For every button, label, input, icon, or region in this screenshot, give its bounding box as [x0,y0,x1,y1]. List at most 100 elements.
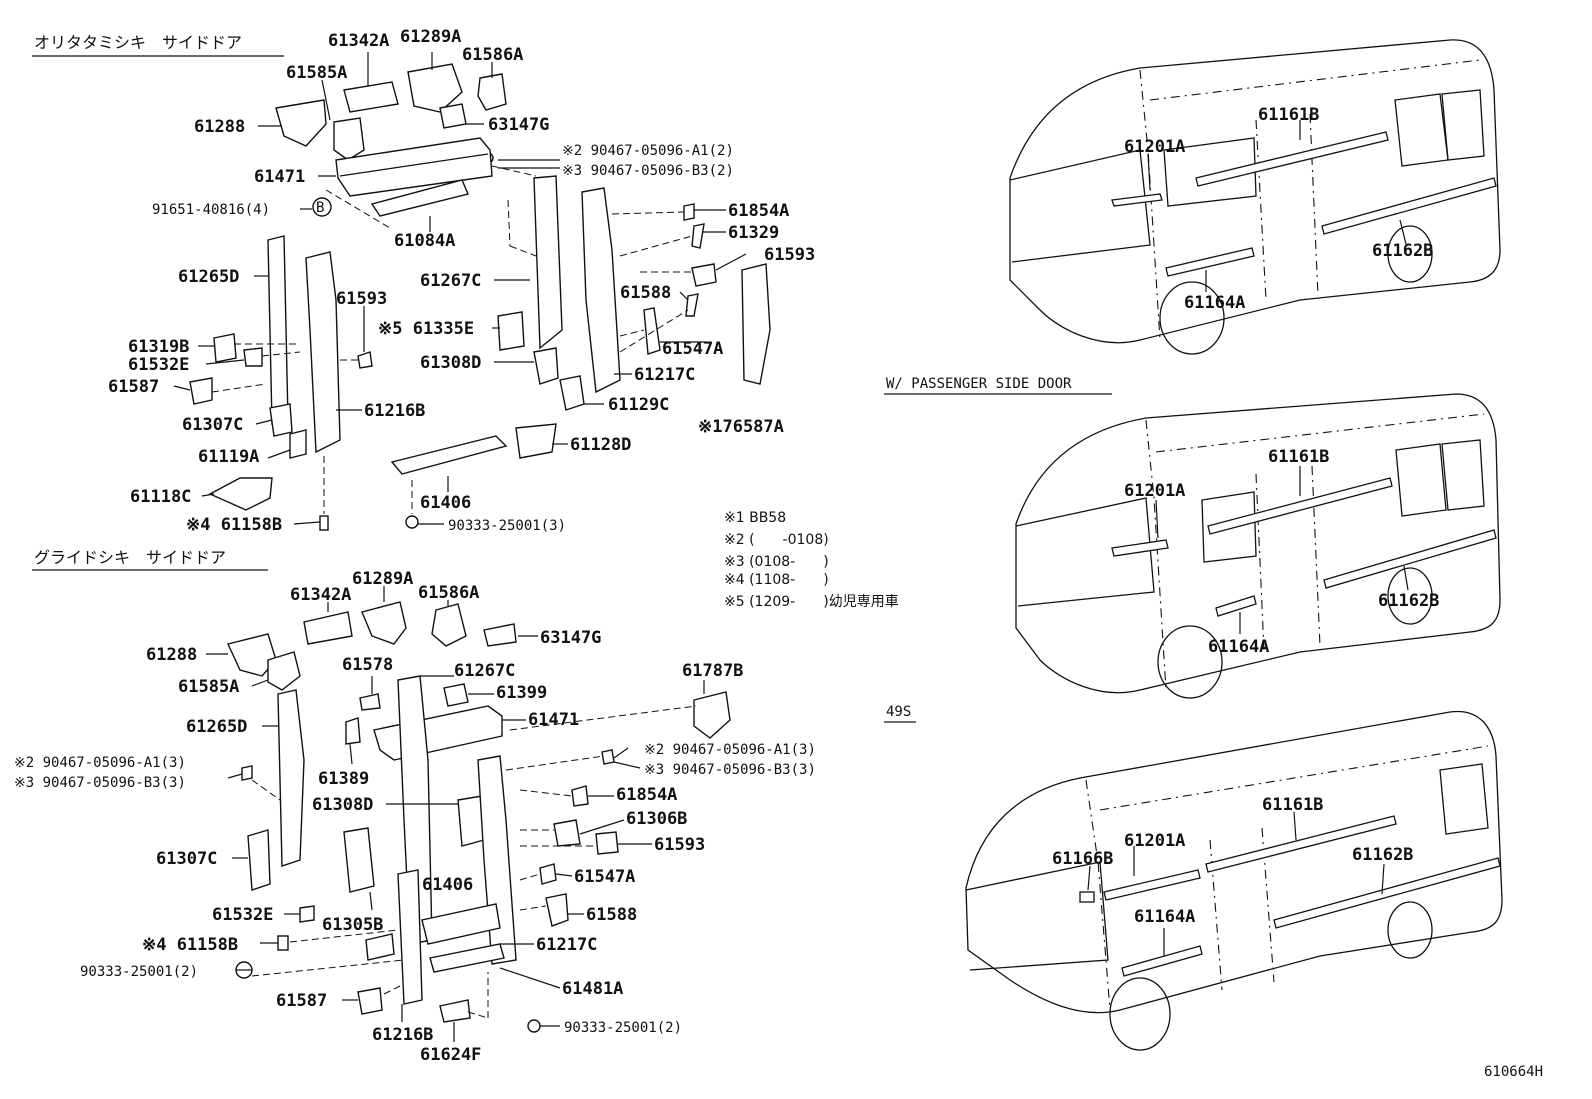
part-label: 61288 [146,645,197,665]
part-label: 61593 [764,245,815,265]
top-part-labels: 61342A 61289A 61586A 61585A 61288 63147G… [108,27,815,535]
part-label: 61118C [130,487,191,507]
part-label: 61585A [286,63,347,83]
part-label: 61267C [420,271,481,291]
part-label: 61161B [1262,795,1323,815]
part-label: ※4 61158B [142,935,238,955]
part-label: 61532E [212,905,273,925]
part-label: 61216B [372,1025,433,1045]
part-label: 61593 [654,835,705,855]
part-label: 61119A [198,447,259,467]
part-label: 61588 [620,283,671,303]
part-label: 61129C [608,395,669,415]
bolt-marker: B [316,200,324,216]
part-label: 61308D [420,353,481,373]
part-label: ※3 90467-05096-B3(3) [14,775,186,791]
part-label: 61586A [462,45,523,65]
part-label: 61471 [254,167,305,187]
part-label: 61624F [420,1045,481,1065]
part-label: 61342A [290,585,351,605]
part-label: 61547A [662,339,723,359]
part-label: 90333-25001(2) [564,1020,682,1036]
footnote: ※2 ( -0108) [724,532,829,548]
part-label: ※4 61158B [186,515,282,535]
part-label: 61329 [728,223,779,243]
part-label: 61164A [1134,907,1195,927]
footnote: ※3 (0108- ) [724,554,829,570]
part-label: ※2 90467-05096-A1(2) [562,143,734,159]
part-label: 61166B [1052,849,1113,869]
part-label: 61586A [418,583,479,603]
part-label: 61289A [400,27,461,47]
part-label: 61854A [728,201,789,221]
bottom-parts-illustrations [227,601,731,1033]
part-label: 90333-25001(3) [448,518,566,534]
part-label: 61406 [422,875,473,895]
part-label: 61854A [616,785,677,805]
part-label: 61128D [570,435,631,455]
part-label: ※2 90467-05096-A1(3) [644,742,816,758]
part-label: 91651-40816(4) [152,202,270,218]
part-label: 61162B [1352,845,1413,865]
part-label: 61161B [1268,447,1329,467]
part-label: ※3 90467-05096-B3(3) [644,762,816,778]
part-label: 61308D [312,795,373,815]
code-49s: 49S [886,704,911,720]
part-label: 61532E [128,355,189,375]
part-label: 61201A [1124,481,1185,501]
part-label: 61306B [626,809,687,829]
part-label: 61265D [178,267,239,287]
part-label: 61578 [342,655,393,675]
part-label: 61399 [496,683,547,703]
part-label: 61161B [1258,105,1319,125]
part-label: 61162B [1372,241,1433,261]
van-illustration-passenger-side-door [1015,393,1501,699]
van-illustration-standard [1009,39,1501,355]
top-parts-illustrations: B [189,63,771,531]
bottom-part-labels: 61289A 61342A 61586A 61288 63147G 61585A… [14,569,816,1065]
section-title-folding-door: オリタタミシキ サイドドア [34,33,242,52]
part-label: 61593 [336,289,387,309]
part-label: 61481A [562,979,623,999]
part-label: 61547A [574,867,635,887]
part-label: 61342A [328,31,389,51]
part-label: 61585A [178,677,239,697]
part-label: 61216B [364,401,425,421]
part-label: 61307C [182,415,243,435]
figure-code: 610664H [1484,1064,1543,1080]
part-label: 61406 [420,493,471,513]
part-label: 61319B [128,337,189,357]
part-label: 90333-25001(2) [80,964,198,980]
part-label: ※5 61335E [378,319,474,339]
part-label: 61305B [322,915,383,935]
footnote: ※4 (1108- ) [724,572,829,588]
part-label: 61217C [634,365,695,385]
top-leader-lines [173,52,747,525]
part-label: 61201A [1124,831,1185,851]
part-label: ※3 90467-05096-B3(2) [562,163,734,179]
footnote: ※1 BB58 [724,510,786,526]
part-label: 61288 [194,117,245,137]
part-label: 61787B [682,661,743,681]
part-label: 61267C [454,661,515,681]
part-label: 61217C [536,935,597,955]
part-label: 61587 [108,377,159,397]
van-illustration-long-body [965,710,1503,1051]
footnote: ※5 (1209- )幼児専用車 [724,593,899,610]
part-label: 61471 [528,710,579,730]
part-label: 61201A [1124,137,1185,157]
part-label: ※2 90467-05096-A1(3) [14,755,186,771]
part-label: ※176587A [698,417,784,437]
part-label: 63147G [488,115,549,135]
part-label: 61084A [394,231,455,251]
part-label: 61289A [352,569,413,589]
part-label: 61265D [186,717,247,737]
part-label: 61162B [1378,591,1439,611]
part-label: 61164A [1208,637,1269,657]
part-label: 61307C [156,849,217,869]
part-label: 61588 [586,905,637,925]
footnotes: ※1 BB58 ※2 ( -0108) ※3 (0108- ) ※4 (1108… [724,510,899,610]
bottom-leader-lines [206,586,705,1042]
part-label: 61164A [1184,293,1245,313]
